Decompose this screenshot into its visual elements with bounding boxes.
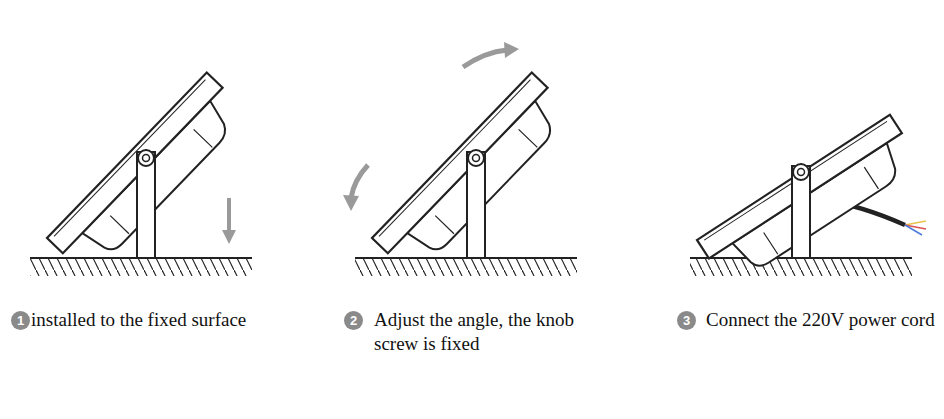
floodlight (697, 115, 926, 289)
floodlight (47, 73, 248, 279)
step-caption: Connect the 220V power cord (706, 308, 938, 332)
down-arrow (222, 198, 236, 244)
rotate-arrows (343, 42, 519, 211)
step-caption: Adjust the angle, the knob screw is fixe… (374, 308, 579, 356)
callout-number: 2 (344, 311, 363, 330)
callout-number: 1 (11, 311, 30, 330)
floodlight (372, 73, 573, 279)
step-caption: installed to the fixed surface (31, 308, 331, 332)
callout-number: 3 (677, 311, 696, 330)
ground (30, 258, 912, 276)
